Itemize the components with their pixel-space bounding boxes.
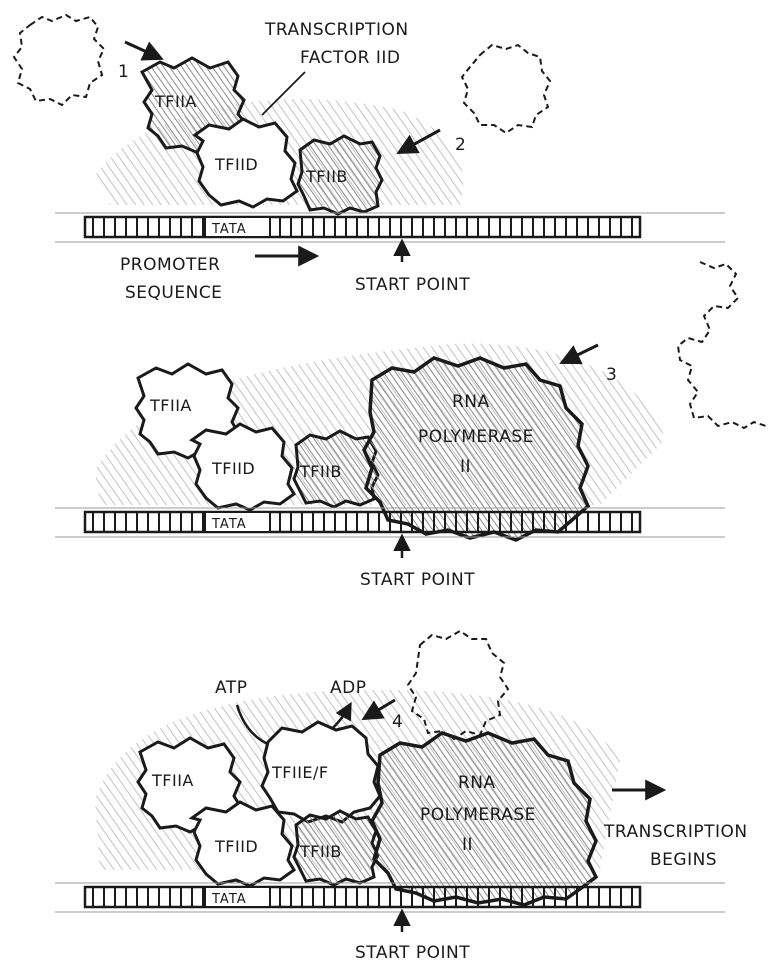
arrow-step-3 bbox=[559, 343, 599, 365]
dashed-chain-incoming bbox=[676, 261, 767, 430]
tfiid-label: TFIID bbox=[211, 459, 255, 478]
arrow-step-4 bbox=[361, 698, 396, 721]
transcription-factor-label-1: TRANSCRIPTION bbox=[264, 20, 409, 40]
rna-label-1: RNA bbox=[452, 392, 490, 412]
atp-label: ATP bbox=[215, 678, 247, 698]
dna-strand bbox=[55, 212, 725, 243]
start-point-label: START POINT bbox=[360, 570, 475, 590]
tfiid-label: TFIID bbox=[214, 837, 258, 856]
rna-label-3: II bbox=[462, 835, 473, 855]
dashed-blob-incoming-2 bbox=[460, 43, 552, 135]
tata-box-label: TATA bbox=[211, 222, 247, 237]
step-2-label: 2 bbox=[455, 135, 466, 155]
panel-1: 1 2 TRANSCRIPTION FACTOR IID TFIIA TFIID… bbox=[12, 13, 725, 303]
rna-label-3: II bbox=[460, 457, 471, 477]
panel-2: 3 TFIIA TFIID TFIIB RNA POLYMERASE II TA… bbox=[55, 261, 767, 590]
step-4-label: 4 bbox=[392, 712, 403, 732]
tfiia-label: TFIIA bbox=[149, 396, 192, 415]
tfiib-blob bbox=[292, 809, 380, 887]
start-point-label: START POINT bbox=[355, 275, 470, 295]
rna-label-2: POLYMERASE bbox=[418, 427, 534, 447]
transcription-label-1: TRANSCRIPTION bbox=[603, 822, 748, 842]
adp-label: ADP bbox=[330, 678, 366, 698]
tfiid-label: TFIID bbox=[214, 155, 258, 174]
tfiie-f-blob bbox=[260, 720, 382, 824]
start-point-label: START POINT bbox=[355, 943, 470, 963]
arrow-step-2 bbox=[396, 128, 441, 155]
step-3-label: 3 bbox=[606, 365, 617, 385]
tata-box-label: TATA bbox=[211, 517, 247, 532]
rna-label-2: POLYMERASE bbox=[420, 805, 536, 825]
tfiib-label: TFIIB bbox=[305, 167, 348, 186]
tata-box-label: TATA bbox=[211, 892, 247, 907]
panel-3: ATP ADP 4 TFIIA TFIIE/F TFIID TFIIB RNA … bbox=[55, 629, 748, 963]
dashed-blob-incoming bbox=[12, 13, 106, 107]
tfiid-blob bbox=[188, 800, 296, 888]
pointer-line bbox=[261, 71, 306, 116]
rna-label-1: RNA bbox=[458, 773, 496, 793]
step-1-label: 1 bbox=[118, 62, 129, 82]
tfiia-label: TFIIA bbox=[154, 92, 197, 111]
transcription-label-2: BEGINS bbox=[650, 850, 717, 870]
dashed-blob-incoming bbox=[406, 629, 510, 741]
tfiib-blob bbox=[296, 134, 384, 216]
transcription-factor-label-2: FACTOR IID bbox=[300, 48, 401, 68]
tfiia-label: TFIIA bbox=[151, 771, 194, 790]
dna-strand bbox=[55, 507, 725, 538]
promoter-label-1: PROMOTER bbox=[120, 255, 220, 275]
tfiid-blob bbox=[192, 117, 299, 209]
tfiie-f-label: TFIIE/F bbox=[271, 763, 329, 782]
tfiib-label: TFIIB bbox=[299, 462, 342, 481]
dna-strand bbox=[55, 882, 725, 913]
promoter-label-2: SEQUENCE bbox=[125, 283, 222, 303]
tfiib-label: TFIIB bbox=[299, 842, 342, 861]
tfiid-blob bbox=[189, 422, 296, 512]
arrow-step-1 bbox=[124, 40, 164, 61]
